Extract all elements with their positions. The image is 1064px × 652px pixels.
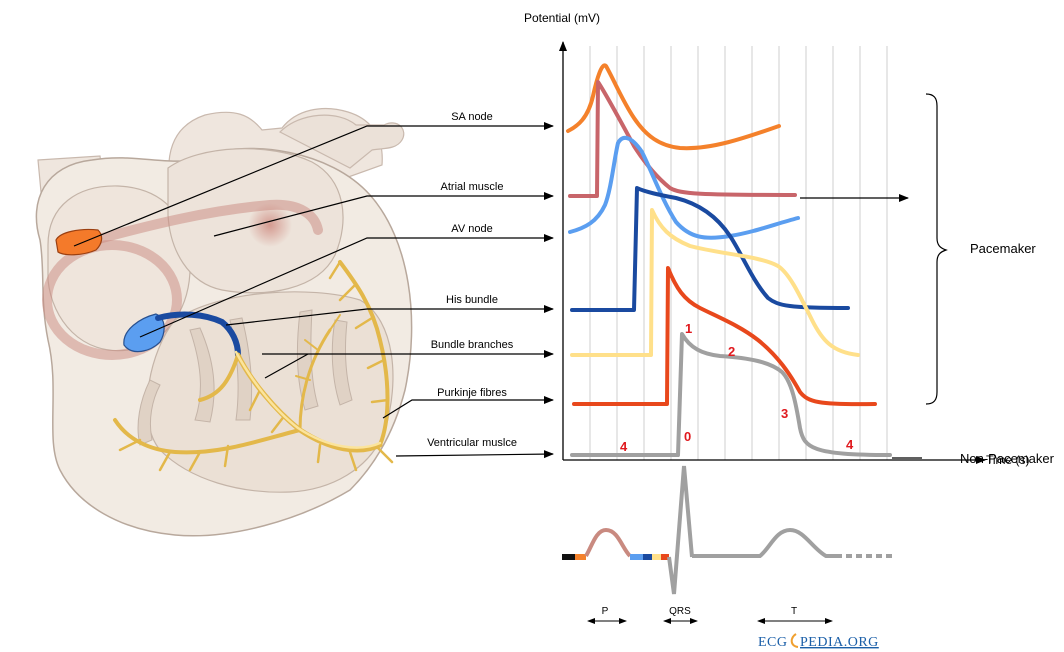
sa-node-label: SA node — [451, 111, 493, 123]
ventricular-pointer — [395, 450, 554, 459]
p-wave-label: P — [602, 606, 609, 617]
pulmonary-artery-shape — [278, 114, 405, 169]
ecg-trace — [562, 465, 892, 595]
bundle-branches-label: Bundle branches — [431, 339, 514, 351]
his-bundle-pointer — [225, 305, 554, 326]
logo-text-right: PEDIA.ORG — [800, 635, 879, 650]
qrs-label: QRS — [669, 606, 691, 617]
left-atrial-glow — [248, 203, 292, 247]
logo-swirl-icon — [790, 633, 799, 648]
action-potential-curves — [566, 63, 892, 457]
phase-labels: 0 1 2 3 4 4 — [620, 321, 854, 454]
his-bundle-shape — [155, 311, 241, 358]
phase-label-0: 0 — [684, 429, 691, 444]
heart-illustration — [35, 107, 413, 537]
ventricle-cavity — [146, 291, 394, 493]
bundle-branches-pointer-b — [264, 353, 309, 379]
ventricular-muscle-label: Ventricular muslce — [427, 437, 517, 449]
atrial-conduction-glow — [42, 240, 182, 360]
bundle-branch-fill — [234, 350, 382, 449]
av-node-pointer — [139, 234, 554, 338]
atrial-muscle-curve — [568, 80, 797, 198]
non-pacemaker-label: Non-Pacemaker — [960, 451, 1055, 466]
structure-pointers — [73, 122, 554, 459]
purkinje-pointer — [382, 396, 554, 419]
y-axis-title: Potential (mV) — [524, 11, 600, 25]
his-bundle-curve — [570, 186, 850, 312]
av-node-shape — [123, 313, 165, 353]
purkinje-curve — [572, 266, 877, 407]
sa-node-shape — [55, 228, 103, 256]
bundle-branch-curve — [570, 208, 860, 357]
his-bundle-label: His bundle — [446, 294, 498, 306]
ecgpedia-logo: ECG PEDIA.ORG — [758, 633, 879, 650]
interatrial-glow — [90, 199, 323, 245]
av-node-label: AV node — [451, 223, 492, 235]
phase-label-3: 3 — [781, 406, 788, 421]
sa-node-curve — [566, 63, 781, 151]
ecg-p-wave — [584, 527, 632, 558]
phase-label-4-start: 4 — [620, 439, 628, 454]
phase-label-1: 1 — [685, 321, 692, 336]
ecg-qrs-complex — [667, 465, 694, 595]
phase-label-4-end: 4 — [846, 437, 854, 452]
pacemaker-label: Pacemaker — [970, 241, 1036, 256]
chart-grid — [589, 46, 888, 460]
pacemaker-brace — [925, 93, 948, 405]
atrial-muscle-label: Atrial muscle — [441, 181, 504, 193]
ecg-st-t-segment — [692, 527, 836, 558]
sa-node-pointer — [73, 122, 554, 247]
structure-labels: SA node Atrial muscle AV node His bundle… — [427, 111, 517, 449]
x-axis-title: Time (s) — [986, 453, 1030, 467]
av-node-curve — [568, 135, 800, 240]
t-wave-label: T — [791, 606, 797, 617]
logo-text-left: ECG — [758, 635, 788, 650]
phase-label-2: 2 — [728, 344, 735, 359]
purkinje-fibres-label: Purkinje fibres — [437, 387, 507, 399]
atrial-muscle-pointer — [213, 192, 554, 237]
ventricular-curve — [570, 332, 892, 457]
